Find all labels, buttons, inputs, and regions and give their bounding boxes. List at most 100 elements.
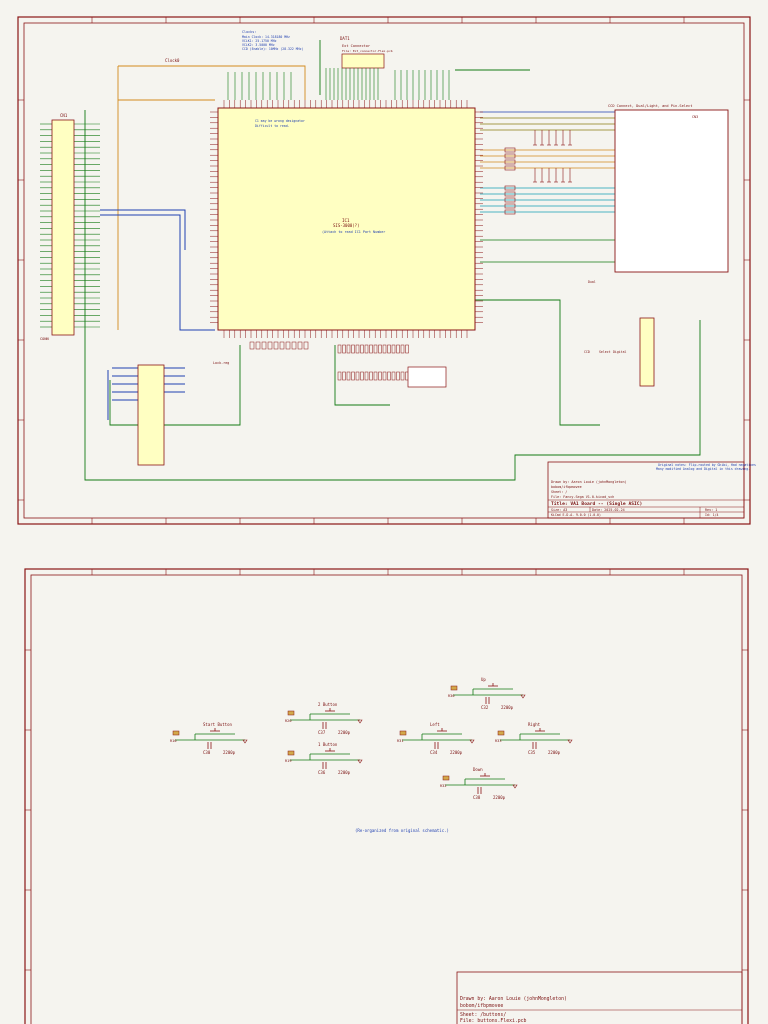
outer-frame [17,16,751,525]
main-ic-ic1 [217,107,476,331]
clock-note-line-4: CCD (Enable): 10MHz (28.322 MHz) [242,47,303,51]
tb-drawn-by-2: bobom/ifbpmovee [551,485,582,489]
bottom-resistor-2 [378,371,382,381]
net-flag [287,750,295,756]
title-block: Original notes: Flip-routed by Ghibi, Ha… [547,461,756,519]
resistor [504,203,516,209]
bottom-resistor-left [261,341,267,350]
bottom-resistor-2 [387,371,391,381]
bottom-resistor [391,344,396,354]
net-flag [497,730,505,736]
bottom-resistor-2 [360,371,364,381]
bottom-resistor-2 [391,371,396,381]
button-name: Start Button [203,722,232,727]
cap-value: 2200p [338,770,351,775]
ic1-part: SIS-3000(?) [333,223,360,228]
resistor-ref: R30 [448,694,455,698]
button-name: 2 Button [318,702,338,707]
bottom-resistor-left [255,341,261,350]
ext-connector-label: Ext Connector [342,44,371,48]
resistor-ref: R10 [170,739,177,743]
ic1-note: (Attach to read IC1 Part Number [322,230,385,234]
clock-note-line-3: VCLK2: 3.5000 MHz [242,43,275,47]
cap-ref: C37 [318,730,326,735]
tb-id: Id: 1/4 [705,513,719,517]
label-select: Select [599,350,611,354]
cap-ref: C36 [318,770,326,775]
bottom-resistor [346,344,351,354]
schematic-sheet-main: CN1 CONN IC1 SIS-3000(?) (Attach to read… [17,16,756,525]
top-signal-wires [227,68,450,100]
ground-symbol [242,739,248,744]
bottom-resistor [351,344,355,354]
ic1-ref: IC1 [342,218,350,223]
title-block-2: Drawn by: Aaron Louie (johnMongleton) bo… [456,971,743,1024]
cn3-label: CCD Connect, Dual/Light, and Pin-Select [608,104,692,108]
sheet2-note: (Re-organized from original schematic.) [355,828,449,833]
ext-connector-sub: File: Ext_connector.Flex.pcb [342,49,393,53]
inner-frame [23,22,745,519]
bottom-resistor-left [303,341,309,350]
tb-file: File: Fancy-Sega V1.0.kicad_sch [551,495,614,499]
net-flag [442,775,450,781]
frame-ticks-2 [25,569,748,971]
bottom-resistor-left [273,341,279,350]
bottom-resistor-left [291,341,297,350]
ext-connector [341,53,385,69]
bottom-resistor-2 [382,371,387,381]
tb2-sheet: Sheet: /buttons/ [460,1012,506,1018]
bottom-resistor-2 [369,371,373,381]
resistor [504,165,516,171]
title-note-1: Original notes: Flip-routed by Ghibi, Ha… [658,463,756,467]
outer-frame-2 [24,568,749,1024]
tb-tool: KiCad E.D.A. 9.0.0 (1.0.0) [551,513,601,517]
ground-symbol [469,739,475,744]
resistor [504,147,516,153]
resistor-ref: R31 [397,739,404,743]
bottom-resistor-2 [351,371,355,381]
tb2-drawn-by-2: bobom/ifbpmovee [460,1003,503,1009]
bottom-resistor-left [267,341,273,350]
bottom-resistor [382,344,387,354]
ground-symbol [357,719,363,724]
bottom-resistor-left [297,341,303,350]
bottom-resistor-2 [346,371,351,381]
button-name: Down [473,767,483,772]
cap-ref: C32 [481,705,489,710]
bottom-components [249,341,409,381]
bottom-resistor [400,344,405,354]
bottom-resistor-left [279,341,285,350]
ic1-top-note-2: Difficult to read. [255,124,290,128]
ground-symbol [357,759,363,764]
button-name: Up [481,677,486,682]
resistor [504,209,516,215]
bottom-resistor [337,344,342,354]
bottom-resistor-2 [355,371,360,381]
sheet1-svg: CN1 CONN IC1 SIS-3000(?) (Attach to read… [17,16,756,525]
cap-value: 2200p [338,730,351,735]
cn1-label: CONN [40,337,49,341]
resistor-ref: R33 [495,739,502,743]
cap-ref: C34 [430,750,438,755]
net-flag [450,685,458,691]
bottom-resistor [342,344,346,354]
net-label-clock: Clock0 [165,58,180,63]
tb-rev: Rev: 1 [705,508,717,512]
buffer-ic [137,364,165,466]
resistor-ref: R20 [285,719,292,723]
resistor-ref: R19 [285,759,292,763]
label-lock-reg: Lock-reg [213,361,229,365]
resistor [504,191,516,197]
ground-symbol [520,694,526,699]
tb-sheet: Sheet: / [551,490,567,494]
label-ccd: CCD [584,350,590,354]
